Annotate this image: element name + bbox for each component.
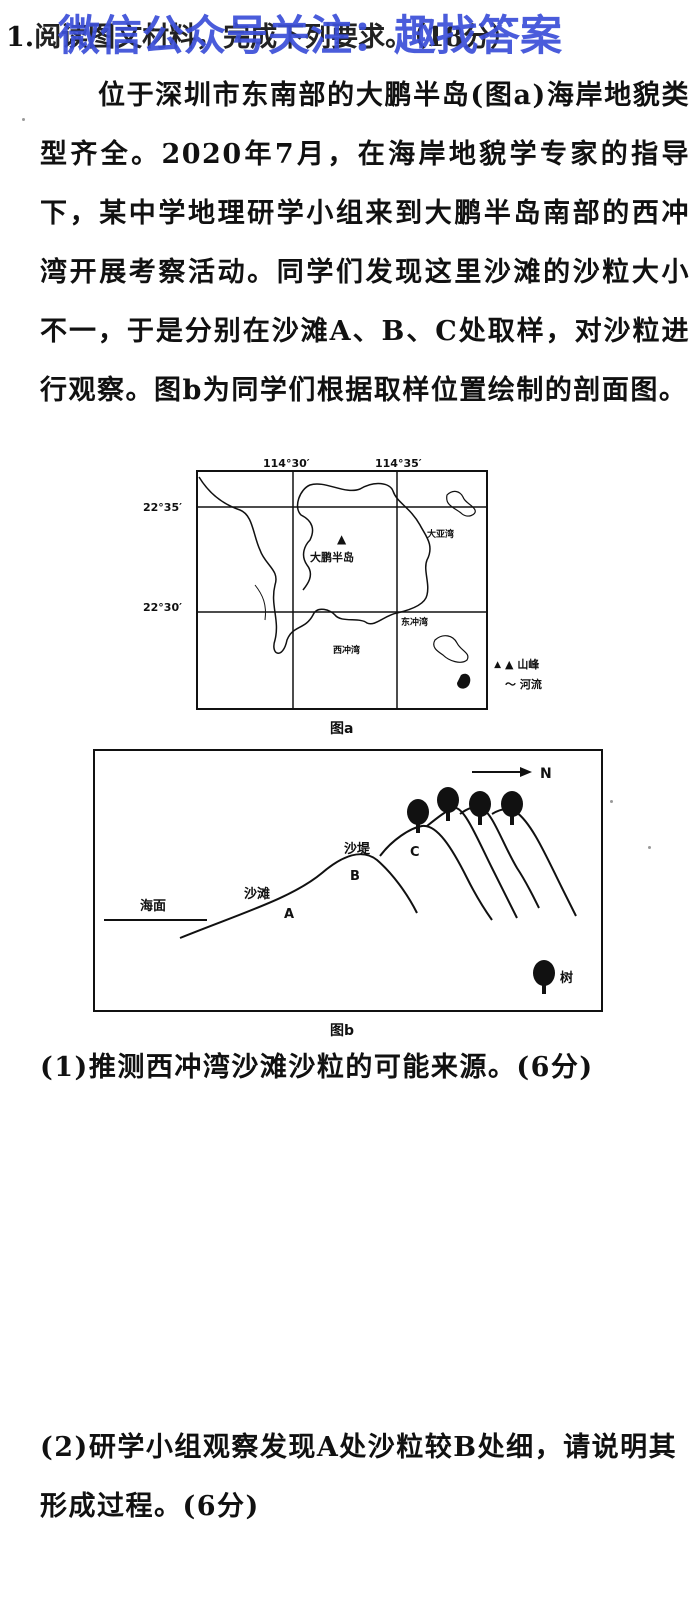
lat-label-2: 22°30′	[143, 601, 182, 614]
tree-legend-label: 树	[560, 970, 573, 986]
north-label: N	[540, 766, 552, 782]
bay-label-dongchong: 东冲湾	[401, 616, 428, 628]
mountain-peak-icon: ▲	[505, 658, 514, 671]
question-1: (1)推测西冲湾沙滩沙粒的可能来源。(6分)	[40, 1052, 594, 1083]
point-c: C	[410, 845, 420, 860]
coastline	[198, 476, 431, 654]
material-paragraph: 位于深圳市东南部的大鹏半岛(图a)海岸地貌类型齐全。2020年7月，在海岸地貌学…	[40, 80, 690, 406]
peak-icon: ▲	[337, 532, 347, 546]
tree-legend-icon	[533, 960, 555, 986]
north-arrow-icon	[520, 767, 532, 777]
peninsula-label: 大鹏半岛	[310, 550, 354, 564]
point-b: B	[350, 869, 360, 884]
beach-label: 沙滩	[244, 886, 270, 902]
figure-a-map: 114°30′ 114°35′ 22°35′ 22°30′ ▲ 大鹏半岛 大亚湾…	[143, 457, 501, 710]
question-header: 1.阅读图文材料，完成下列要求。（18分）	[6, 14, 696, 62]
question-number: 1.	[6, 22, 35, 53]
scan-speck	[648, 846, 651, 849]
sea-label: 海面	[140, 898, 166, 914]
dune-label: 沙堤	[344, 841, 371, 857]
bay-label-dayawan: 大亚湾	[427, 528, 454, 540]
question-intro: 阅读图文材料，完成下列要求。（18分）	[34, 22, 518, 53]
tree-icons	[407, 787, 523, 833]
river-icon: 〜	[505, 678, 516, 691]
figure-a-caption: 图a	[330, 721, 354, 737]
point-a: A	[284, 907, 294, 922]
scan-speck	[610, 800, 613, 803]
legend-peak-icon: ▲	[494, 660, 501, 670]
scan-speck	[22, 118, 25, 121]
question-2: (2)研学小组观察发现A处沙粒较B处细，请说明其形成过程。(6分)	[40, 1432, 678, 1522]
lat-label-1: 22°35′	[143, 501, 182, 514]
figure-a-legend: ▲ 山峰 〜 河流	[505, 655, 565, 715]
legend-peak: ▲ 山峰	[505, 658, 540, 671]
terrain-profile	[179, 853, 418, 939]
figure-b-profile: N 树 海面 沙滩 沙堤 A B C	[93, 749, 603, 1012]
lon-label-1: 114°30′	[263, 457, 310, 470]
watermark-overlay: 微信公众号关注：趣找答案	[58, 11, 563, 60]
bay-label-xichong: 西冲湾	[333, 644, 360, 656]
figure-b-caption: 图b	[330, 1023, 355, 1039]
lon-label-2: 114°35′	[375, 457, 422, 470]
legend-river: 〜 河流	[505, 678, 542, 691]
